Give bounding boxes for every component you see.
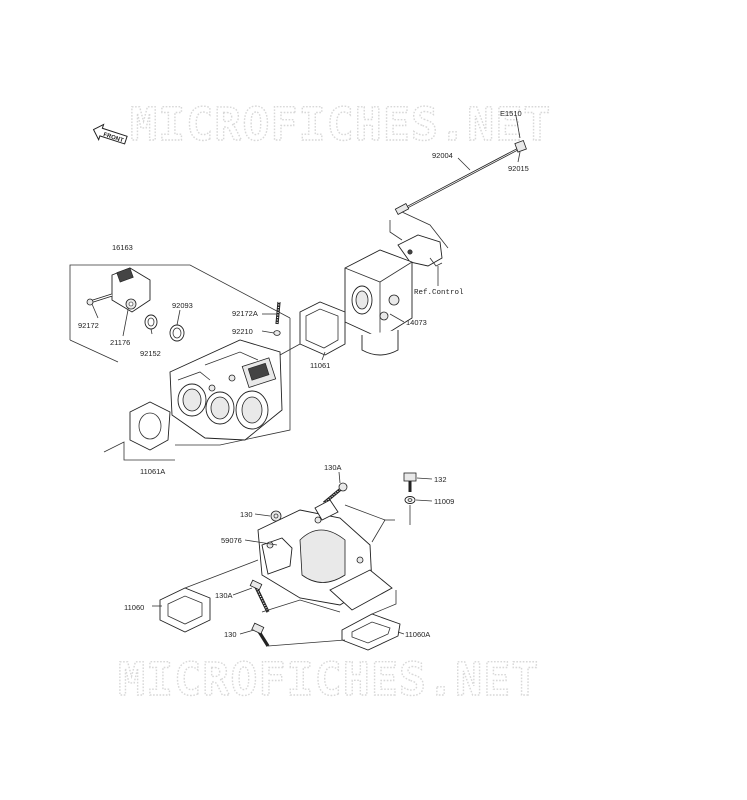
front-arrow-icon: FRONT [92, 123, 128, 145]
gasket-11061A [129, 401, 171, 451]
callout-11060A: 11060A [405, 630, 430, 639]
gasket-11060A [341, 613, 401, 651]
throttle-body [169, 339, 283, 441]
callout-11009: 11009 [434, 497, 454, 506]
bolt-132 [403, 472, 417, 492]
callout-92210: 92210 [232, 327, 253, 336]
bolt-130A-mid [249, 579, 270, 613]
oring-92093 [169, 324, 185, 342]
bolt-130A-top [322, 482, 348, 505]
sensor-21176 [111, 267, 151, 313]
callout-92172: 92172 [78, 321, 99, 330]
screw-92172 [86, 293, 113, 306]
clip-92152 [144, 314, 158, 330]
callout-16163: 16163 [112, 243, 133, 252]
callout-ref-control: Ref.Control [414, 289, 464, 297]
callout-92004: 92004 [432, 151, 453, 160]
airbox-14073 [344, 249, 413, 356]
callout-92172A: 92172A [232, 309, 258, 318]
callout-11060: 11060 [124, 603, 144, 612]
callout-59076: 59076 [221, 536, 242, 545]
leader-lines [91, 115, 521, 635]
gasket-11060 [159, 587, 211, 633]
washer-11009 [404, 496, 416, 504]
watermark-top: MICROFICHES.NET [130, 98, 551, 151]
callout-E1510: E1510 [500, 109, 522, 118]
callout-11061A: 11061A [140, 467, 165, 476]
callout-21176: 21176 [110, 338, 130, 347]
callout-132: 132 [434, 475, 447, 484]
rod-92004 [394, 146, 521, 216]
callout-130-bottom: 130 [224, 630, 237, 639]
callout-92015: 92015 [508, 164, 529, 173]
bolt-130-bottom [251, 622, 270, 647]
callout-130-top: 130 [240, 510, 253, 519]
callout-130A-mid: 130A [215, 591, 233, 600]
callout-92152: 92152 [140, 349, 161, 358]
intake-manifold [257, 499, 393, 611]
gasket-11061 [299, 301, 346, 356]
screw-92172A [275, 301, 281, 325]
callout-14073: 14073 [406, 318, 427, 327]
callout-92093: 92093 [172, 301, 193, 310]
callout-11061: 11061 [310, 361, 330, 370]
callout-130A-top: 130A [324, 463, 342, 472]
nut-92015 [514, 140, 527, 153]
watermark-bottom: MICROFICHES.NET [118, 653, 539, 706]
washer-92210 [273, 330, 281, 336]
